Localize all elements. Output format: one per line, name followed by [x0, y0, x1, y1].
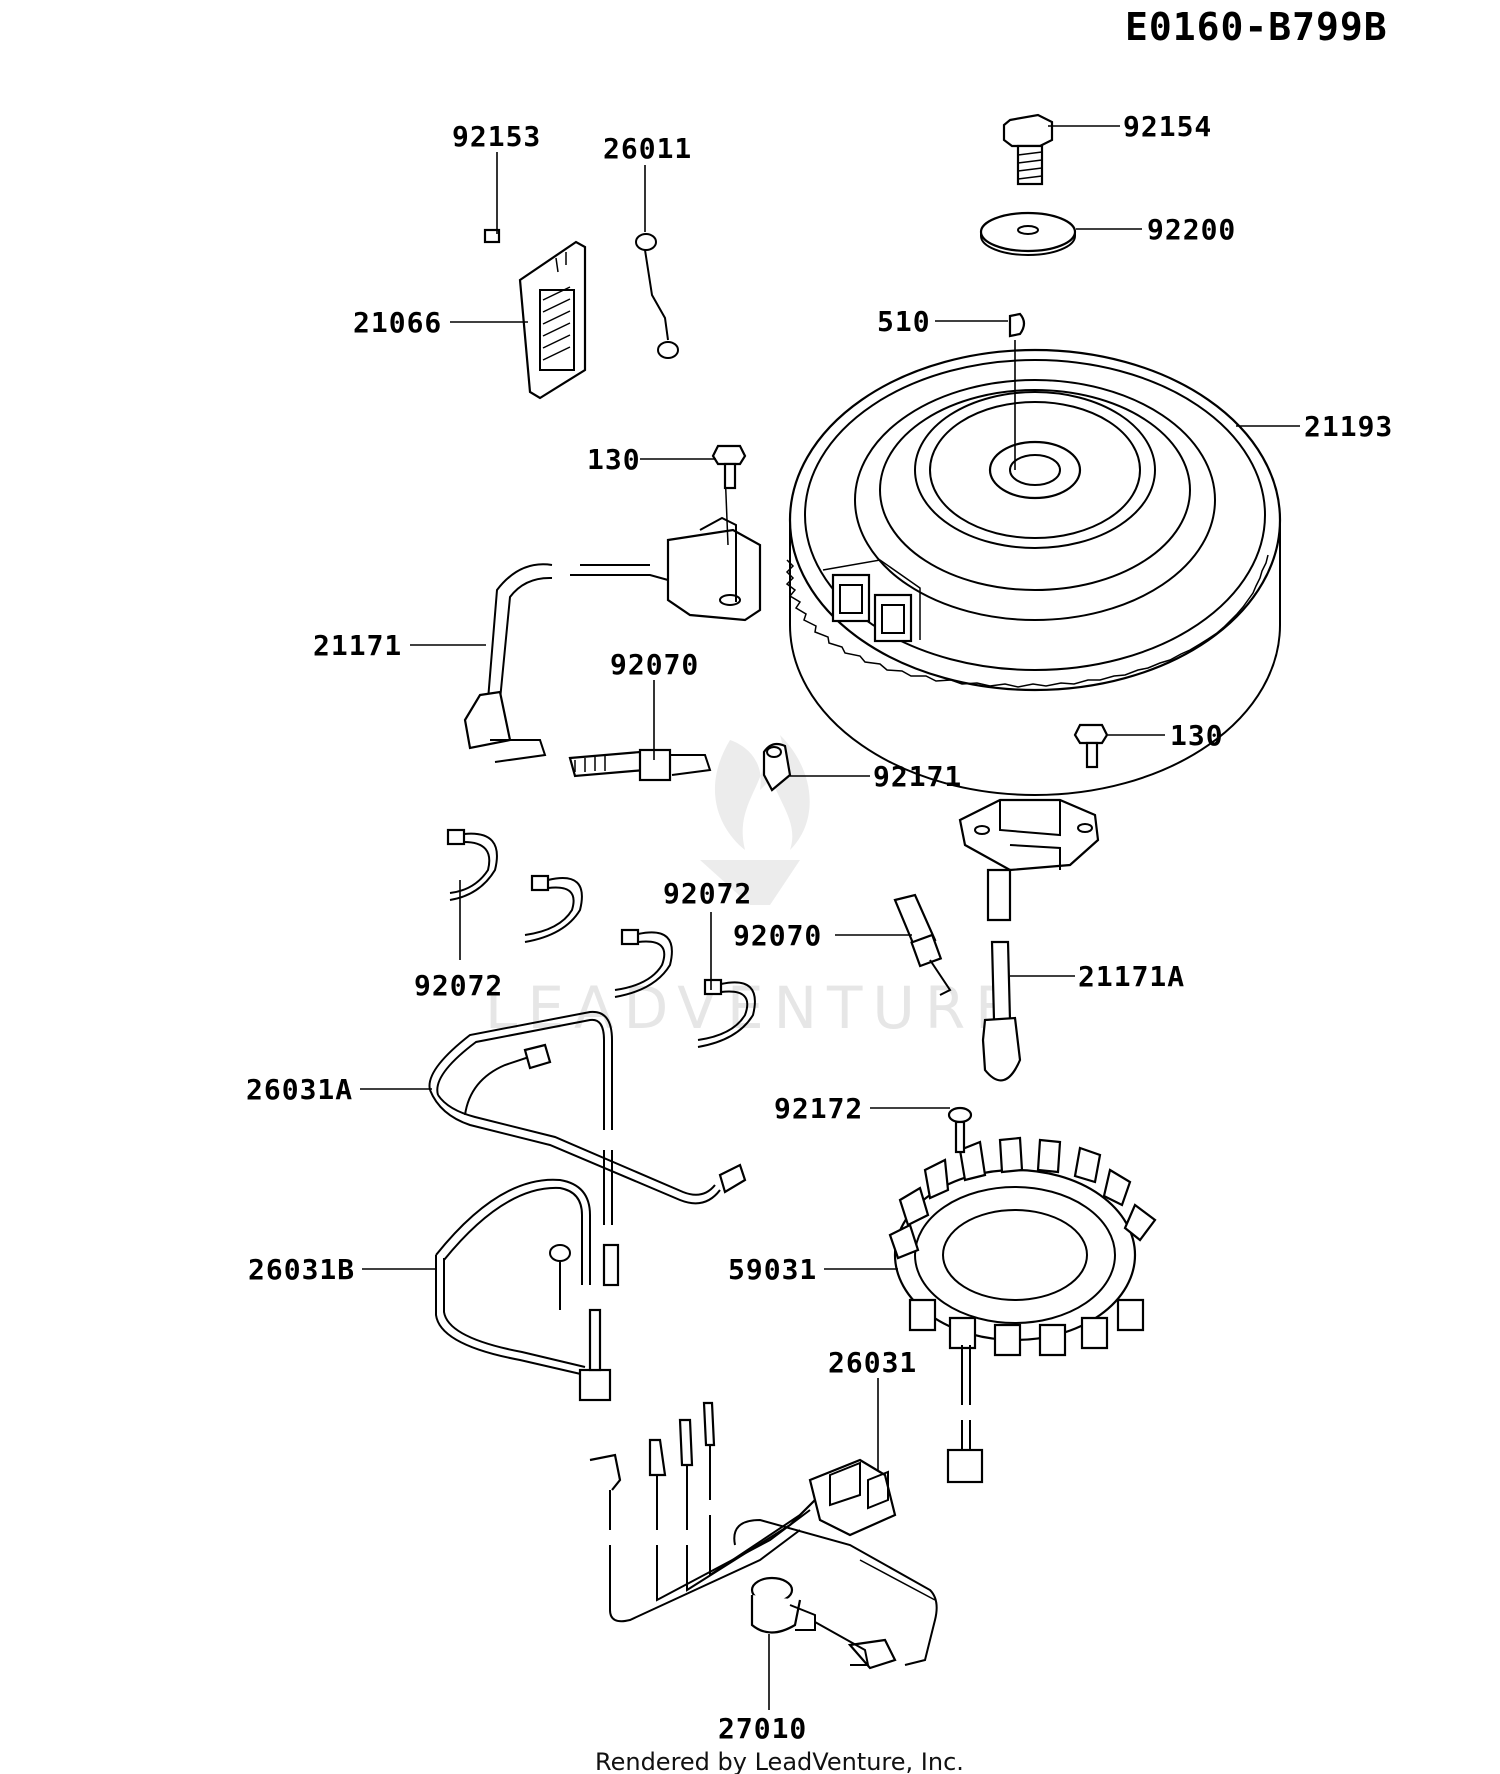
part-label-59031[interactable]: 59031 — [728, 1253, 817, 1286]
ground-lead-drawing — [635, 233, 679, 359]
part-label-21066[interactable]: 21066 — [353, 306, 442, 339]
key-drawing — [1008, 312, 1026, 338]
part-label-26031[interactable]: 26031 — [828, 1346, 917, 1379]
part-label-92072-right[interactable]: 92072 — [663, 877, 752, 910]
part-label-92154[interactable]: 92154 — [1123, 110, 1212, 143]
ignition-coil-right-drawing — [958, 798, 1100, 1082]
spark-plug-top-drawing — [568, 748, 712, 782]
screw-130-right-drawing — [1073, 723, 1109, 769]
washer-drawing — [979, 211, 1077, 256]
part-label-92070-top[interactable]: 92070 — [610, 648, 699, 681]
leader-lines — [360, 125, 1300, 1710]
part-label-92153[interactable]: 92153 — [452, 120, 541, 153]
part-label-130-top[interactable]: 130 — [587, 443, 641, 476]
spark-plug-right-drawing — [893, 893, 952, 996]
footer-credit: Rendered by LeadVenture, Inc. — [595, 1748, 964, 1774]
regulator-drawing — [483, 228, 587, 400]
oil-switch-drawing — [750, 1576, 870, 1666]
part-label-130-right[interactable]: 130 — [1170, 719, 1224, 752]
bolt-drawing — [1002, 113, 1054, 186]
part-label-92171[interactable]: 92171 — [873, 760, 962, 793]
harness-26031A-drawing — [428, 1010, 747, 1287]
part-label-27010[interactable]: 27010 — [718, 1712, 807, 1745]
part-label-26031B[interactable]: 26031B — [248, 1253, 355, 1286]
screw-130-top-drawing — [711, 444, 747, 490]
screw-92172-drawing — [947, 1106, 973, 1154]
part-label-26031A[interactable]: 26031A — [246, 1073, 353, 1106]
part-label-26011[interactable]: 26011 — [603, 132, 692, 165]
part-label-92172[interactable]: 92172 — [774, 1092, 863, 1125]
ignition-coil-top-drawing — [463, 469, 762, 763]
part-label-21193[interactable]: 21193 — [1304, 410, 1393, 443]
part-label-21171[interactable]: 21171 — [313, 629, 402, 662]
part-label-92200[interactable]: 92200 — [1147, 213, 1236, 246]
harness-26031-drawing — [589, 1401, 938, 1670]
wire-clips-drawing — [446, 828, 756, 1048]
part-label-92072-left[interactable]: 92072 — [414, 969, 503, 1002]
part-label-21171A[interactable]: 21171A — [1078, 960, 1185, 993]
clamp-drawing — [762, 742, 792, 792]
harness-26031B-drawing — [435, 1178, 612, 1402]
stator-drawing — [888, 1136, 1157, 1484]
flywheel-drawing — [785, 348, 1282, 796]
part-label-510[interactable]: 510 — [877, 305, 931, 338]
part-label-92070-right[interactable]: 92070 — [733, 919, 822, 952]
drawing-code: E0160-B799B — [1125, 5, 1388, 49]
